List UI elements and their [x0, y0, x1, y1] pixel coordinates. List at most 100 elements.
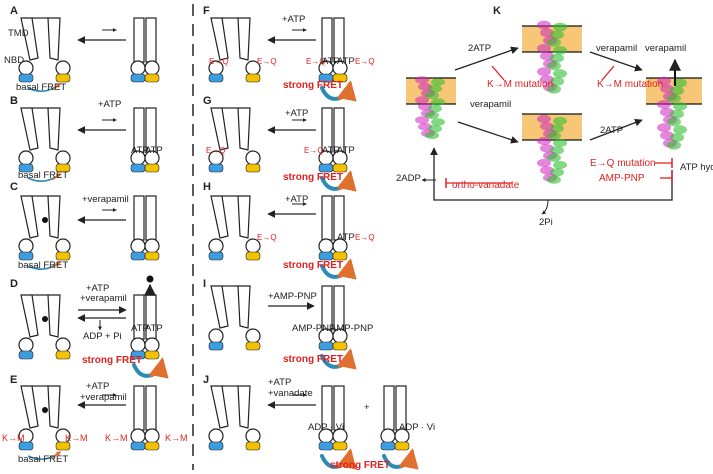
tmd-right — [237, 385, 251, 429]
panel-label-b: B — [10, 95, 18, 107]
inhibition-bar-icon — [601, 65, 615, 81]
reagent-f: +ATP — [282, 14, 305, 25]
reagent-b: +ATP — [98, 99, 121, 110]
verapamil-dot-icon — [42, 316, 48, 322]
k-eq-mutation: E→Q mutation — [590, 158, 656, 169]
fluorophore-yellow — [245, 251, 261, 261]
protein-chain-green — [431, 78, 445, 86]
strong-fret-arrow-icon — [132, 363, 154, 378]
reaction-arrow — [589, 118, 643, 141]
fret-label-d: strong FRET — [82, 355, 142, 366]
tmd-right — [145, 195, 157, 241]
reaction-arrow — [454, 46, 519, 71]
mutation-e-right-2: K→M — [165, 433, 188, 443]
nbd-right — [55, 60, 71, 76]
reagent-d-2: +verapamil — [80, 293, 127, 304]
protein-chain-green — [425, 91, 439, 100]
tmd-left — [133, 17, 145, 63]
transporter-closed — [130, 107, 160, 173]
fluorophore-yellow — [245, 341, 261, 351]
fret-label-b: basal FRET — [18, 170, 68, 181]
fluorophore-yellow — [55, 251, 71, 261]
protein-chain-magenta — [415, 76, 429, 84]
fret-label-c: basal FRET — [18, 260, 68, 271]
fluorophore-blue — [318, 251, 334, 261]
tmd-left — [210, 285, 229, 329]
transporter-closed — [130, 195, 160, 261]
transporter-open — [208, 195, 261, 261]
protein-chain-green — [553, 69, 567, 79]
k-km-mutation-right: K→M mutation — [597, 79, 663, 90]
fluorophore-yellow — [55, 350, 71, 360]
fluorophore-blue — [208, 251, 224, 261]
nbd-left — [130, 60, 146, 76]
transporter-closed — [318, 17, 357, 102]
protein-chain-green — [667, 117, 681, 127]
plus-j: + — [364, 402, 370, 413]
k-atp-top: 2ATP — [468, 43, 491, 54]
fluorophore-blue — [130, 441, 146, 451]
hydrolysis-cycle-arrow — [430, 147, 673, 201]
protein-chain-green — [553, 116, 567, 126]
basal-fret-arrow-head — [51, 83, 62, 91]
nbd-left — [208, 238, 224, 254]
reagent-g: +ATP — [285, 108, 308, 119]
fret-label-j: strong FRET — [330, 460, 390, 471]
atp-label-h: ATP — [337, 232, 355, 243]
tmd-left — [383, 385, 395, 431]
mutation-g-left-2: E→Q — [304, 146, 324, 155]
reagent-c: +verapamil — [82, 194, 129, 205]
transporter-closed — [318, 285, 357, 370]
reagent-d-1: +ATP — [86, 283, 109, 294]
atp-label-d-right: ATP — [145, 323, 163, 334]
k-adp: 2ADP — [396, 173, 421, 184]
transporter-closed — [130, 385, 160, 451]
protein-chain-green — [667, 140, 681, 150]
panel-label-f: F — [203, 5, 210, 17]
protein-chain-green — [673, 78, 687, 88]
fluorophore-yellow — [55, 441, 71, 451]
nucleotide-i-left: AMP-PNP — [292, 323, 335, 334]
protein-chain-magenta — [537, 67, 551, 77]
fluorophore-blue — [130, 163, 146, 173]
nbd-left — [130, 238, 146, 254]
atp-label-g-left: ATP — [322, 145, 340, 156]
protein-chain-green — [553, 22, 567, 32]
strong-fret-arrow-head — [337, 448, 357, 470]
k-km-mutation-left: K→M mutation — [487, 79, 553, 90]
transporter-open — [208, 285, 261, 351]
verapamil-dot-icon — [42, 407, 48, 413]
tmd-right — [145, 17, 157, 63]
fret-label-g: strong FRET — [283, 172, 343, 183]
strong-fret-arrow-head — [337, 348, 357, 370]
transporter-closed — [318, 107, 357, 192]
tmd-left — [210, 17, 229, 61]
k-vanadate: ortho-vanadate — [452, 180, 520, 191]
tmd-right — [237, 195, 251, 239]
fluorophore-blue — [18, 350, 34, 360]
reagent-j-2: +vanadate — [268, 388, 313, 399]
tmd-right — [237, 17, 251, 61]
fluorophore-blue — [130, 73, 146, 83]
tmd-right — [47, 17, 61, 61]
protein-chain-magenta — [415, 96, 429, 104]
fluorophore-blue — [208, 341, 224, 351]
tmd-left — [20, 107, 39, 151]
k-verapamil-out: verapamil — [645, 43, 686, 54]
fluorophore-yellow — [55, 163, 71, 173]
fluorophore-blue — [18, 73, 34, 83]
transporter-closed — [380, 385, 419, 470]
protein-chain-green — [425, 131, 439, 140]
protein-chain-green — [547, 84, 561, 94]
k-amppnp: AMP-PNP — [599, 173, 645, 184]
mutation-f-left-2: E→Q — [306, 57, 326, 66]
protein-chain-green — [673, 125, 687, 135]
nbd-left — [18, 150, 34, 166]
panel-label-i: I — [203, 278, 206, 290]
strong-fret-arrow-head — [337, 258, 357, 280]
reagent-j-1: +ATP — [268, 377, 291, 388]
transporter-open — [208, 17, 261, 83]
panel-label-h: H — [203, 181, 211, 193]
nucleotide-i-right: AMP-PNP — [330, 323, 373, 334]
